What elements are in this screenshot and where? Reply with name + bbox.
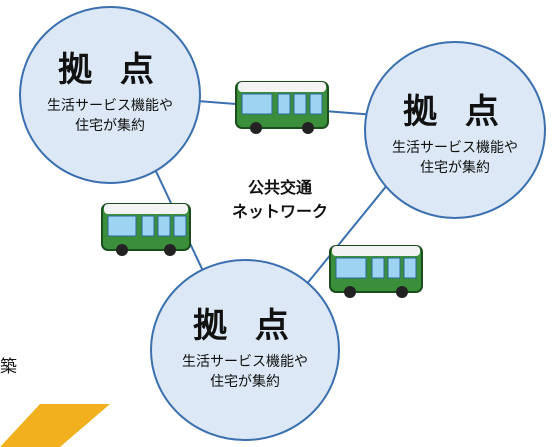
bus-icon <box>235 81 329 134</box>
network-label: 公共交通 ネットワーク <box>210 176 350 224</box>
hub-desc-line-2: 住宅が集約 <box>420 160 490 176</box>
hub-desc-line-2: 住宅が集約 <box>210 374 280 390</box>
hub-title: 拠 点 <box>193 306 297 346</box>
hub-desc-line-1: 生活サービス機能や <box>182 354 308 370</box>
hub-top-left: 拠 点 生活サービス機能や 住宅が集約 <box>20 50 200 136</box>
arrow-shape <box>0 404 110 447</box>
hub-desc-line-1: 生活サービス機能や <box>47 98 173 114</box>
hub-bottom: 拠 点 生活サービス機能や 住宅が集約 <box>155 306 335 392</box>
hub-title: 拠 点 <box>403 92 507 132</box>
network-label-line-2: ネットワーク <box>231 202 328 221</box>
hub-right: 拠 点 生活サービス機能や 住宅が集約 <box>365 92 545 178</box>
bus-icon <box>101 203 191 256</box>
hub-desc-line-1: 生活サービス機能や <box>392 140 518 156</box>
hub-circle-right <box>364 41 546 219</box>
hub-circle-bottom <box>150 259 340 441</box>
network-label-line-1: 公共交通 <box>247 178 312 197</box>
hub-title: 拠 点 <box>58 50 162 90</box>
hub-desc-line-2: 住宅が集約 <box>75 118 145 134</box>
edge-text: 築 <box>0 357 17 377</box>
hub-circle-top-left <box>19 6 201 184</box>
bus-icon <box>329 245 423 298</box>
